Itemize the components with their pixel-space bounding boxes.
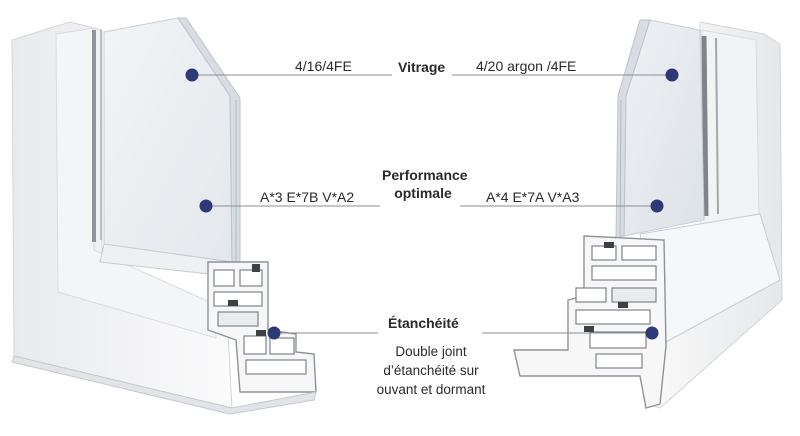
left-profile-section <box>207 261 317 393</box>
vitrage-title: Vitrage <box>398 59 446 75</box>
performance-title-line2: optimale <box>394 185 452 201</box>
marker-performance-right <box>650 199 664 213</box>
etancheite-note-line1: Double joint <box>395 344 467 359</box>
right-window-profile <box>513 19 783 409</box>
marker-etancheite-right <box>645 326 659 340</box>
etancheite-note-line2: d’étanchéité sur <box>383 363 479 378</box>
marker-vitrage-left <box>185 68 199 82</box>
etancheite-note: Double joint d’étanchéité sur ouvant et … <box>355 342 507 399</box>
performance-left-value: A*3 E*7B V*A2 <box>260 189 355 205</box>
vitrage-left-value: 4/16/4FE <box>295 58 352 74</box>
etancheite-title: Étanchéité <box>388 315 459 331</box>
leader-lines <box>196 74 668 334</box>
performance-title-line1: Performance <box>382 167 468 183</box>
marker-etancheite-left <box>267 326 281 340</box>
performance-title: Performance optimale <box>382 166 468 202</box>
vitrage-right-value: 4/20 argon /4FE <box>476 58 577 74</box>
right-profile-section <box>513 235 667 409</box>
etancheite-note-line3: ouvant et dormant <box>376 382 486 397</box>
marker-vitrage-right <box>665 68 679 82</box>
marker-performance-left <box>199 199 213 213</box>
markers <box>185 68 679 340</box>
left-window-profile <box>11 17 317 415</box>
performance-right-value: A*4 E*7A V*A3 <box>486 189 580 205</box>
